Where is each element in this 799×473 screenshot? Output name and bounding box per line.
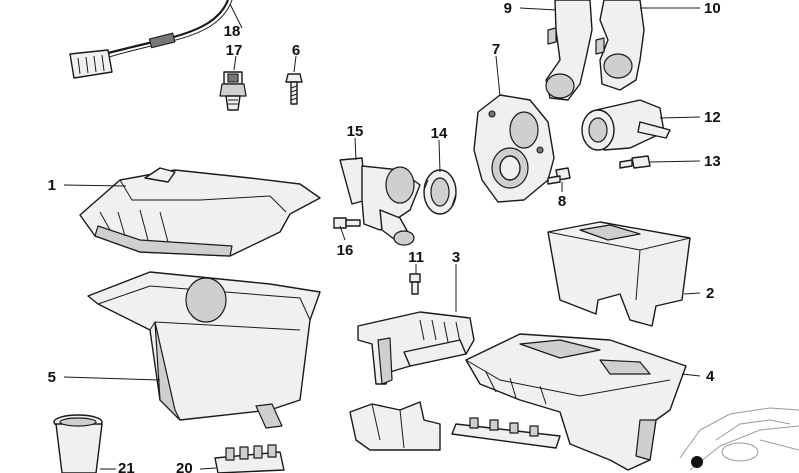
label-17: 17 — [226, 42, 243, 59]
label-10: 10 — [704, 0, 721, 17]
part-5-lower-box — [87, 271, 321, 429]
part-1-lid — [79, 167, 321, 257]
part-16-bolt — [333, 217, 361, 229]
label-5: 5 — [48, 369, 56, 386]
leader-lines — [63, 3, 701, 470]
part-8-screw — [547, 167, 571, 185]
label-14: 14 — [431, 125, 448, 142]
part-2-cover — [547, 221, 691, 327]
label-12: 12 — [704, 109, 721, 126]
part-18-cable — [69, 0, 233, 79]
label-6: 6 — [292, 42, 300, 59]
bracket-lower — [349, 401, 441, 451]
label-8: 8 — [558, 193, 566, 210]
car-silhouette — [679, 407, 799, 471]
part-14-ring — [423, 169, 457, 215]
part-15-duct — [339, 157, 421, 246]
part-17-sensor — [219, 71, 247, 111]
part-13-screw — [619, 155, 651, 169]
part-4-base-tray — [465, 333, 687, 471]
label-2: 2 — [706, 285, 714, 302]
label-20: 20 — [176, 460, 193, 473]
label-16: 16 — [337, 242, 354, 259]
label-13: 13 — [704, 153, 721, 170]
label-21: 21 — [118, 460, 135, 473]
part-11-bolt — [409, 273, 421, 295]
part-3-holder — [357, 311, 475, 385]
part-21-cylinder — [53, 414, 103, 473]
highlight-dot — [691, 456, 703, 468]
label-7: 7 — [492, 41, 500, 58]
clip-bar — [451, 417, 561, 449]
label-9: 9 — [504, 0, 512, 17]
part-7-plate — [473, 94, 555, 203]
part-labels: 18 17 6 1 5 21 20 15 16 14 7 8 9 10 12 1… — [48, 0, 721, 473]
label-1: 1 — [48, 177, 56, 194]
label-3: 3 — [452, 249, 460, 266]
label-4: 4 — [706, 368, 715, 385]
label-15: 15 — [347, 123, 364, 140]
part-9-bracket — [545, 0, 593, 101]
label-11: 11 — [408, 249, 424, 266]
part-12-socket — [581, 99, 671, 151]
part-10-bracket — [595, 0, 645, 91]
label-18: 18 — [224, 23, 241, 40]
part-6-bolt — [285, 73, 303, 105]
part-20-connector-strip — [214, 444, 285, 473]
